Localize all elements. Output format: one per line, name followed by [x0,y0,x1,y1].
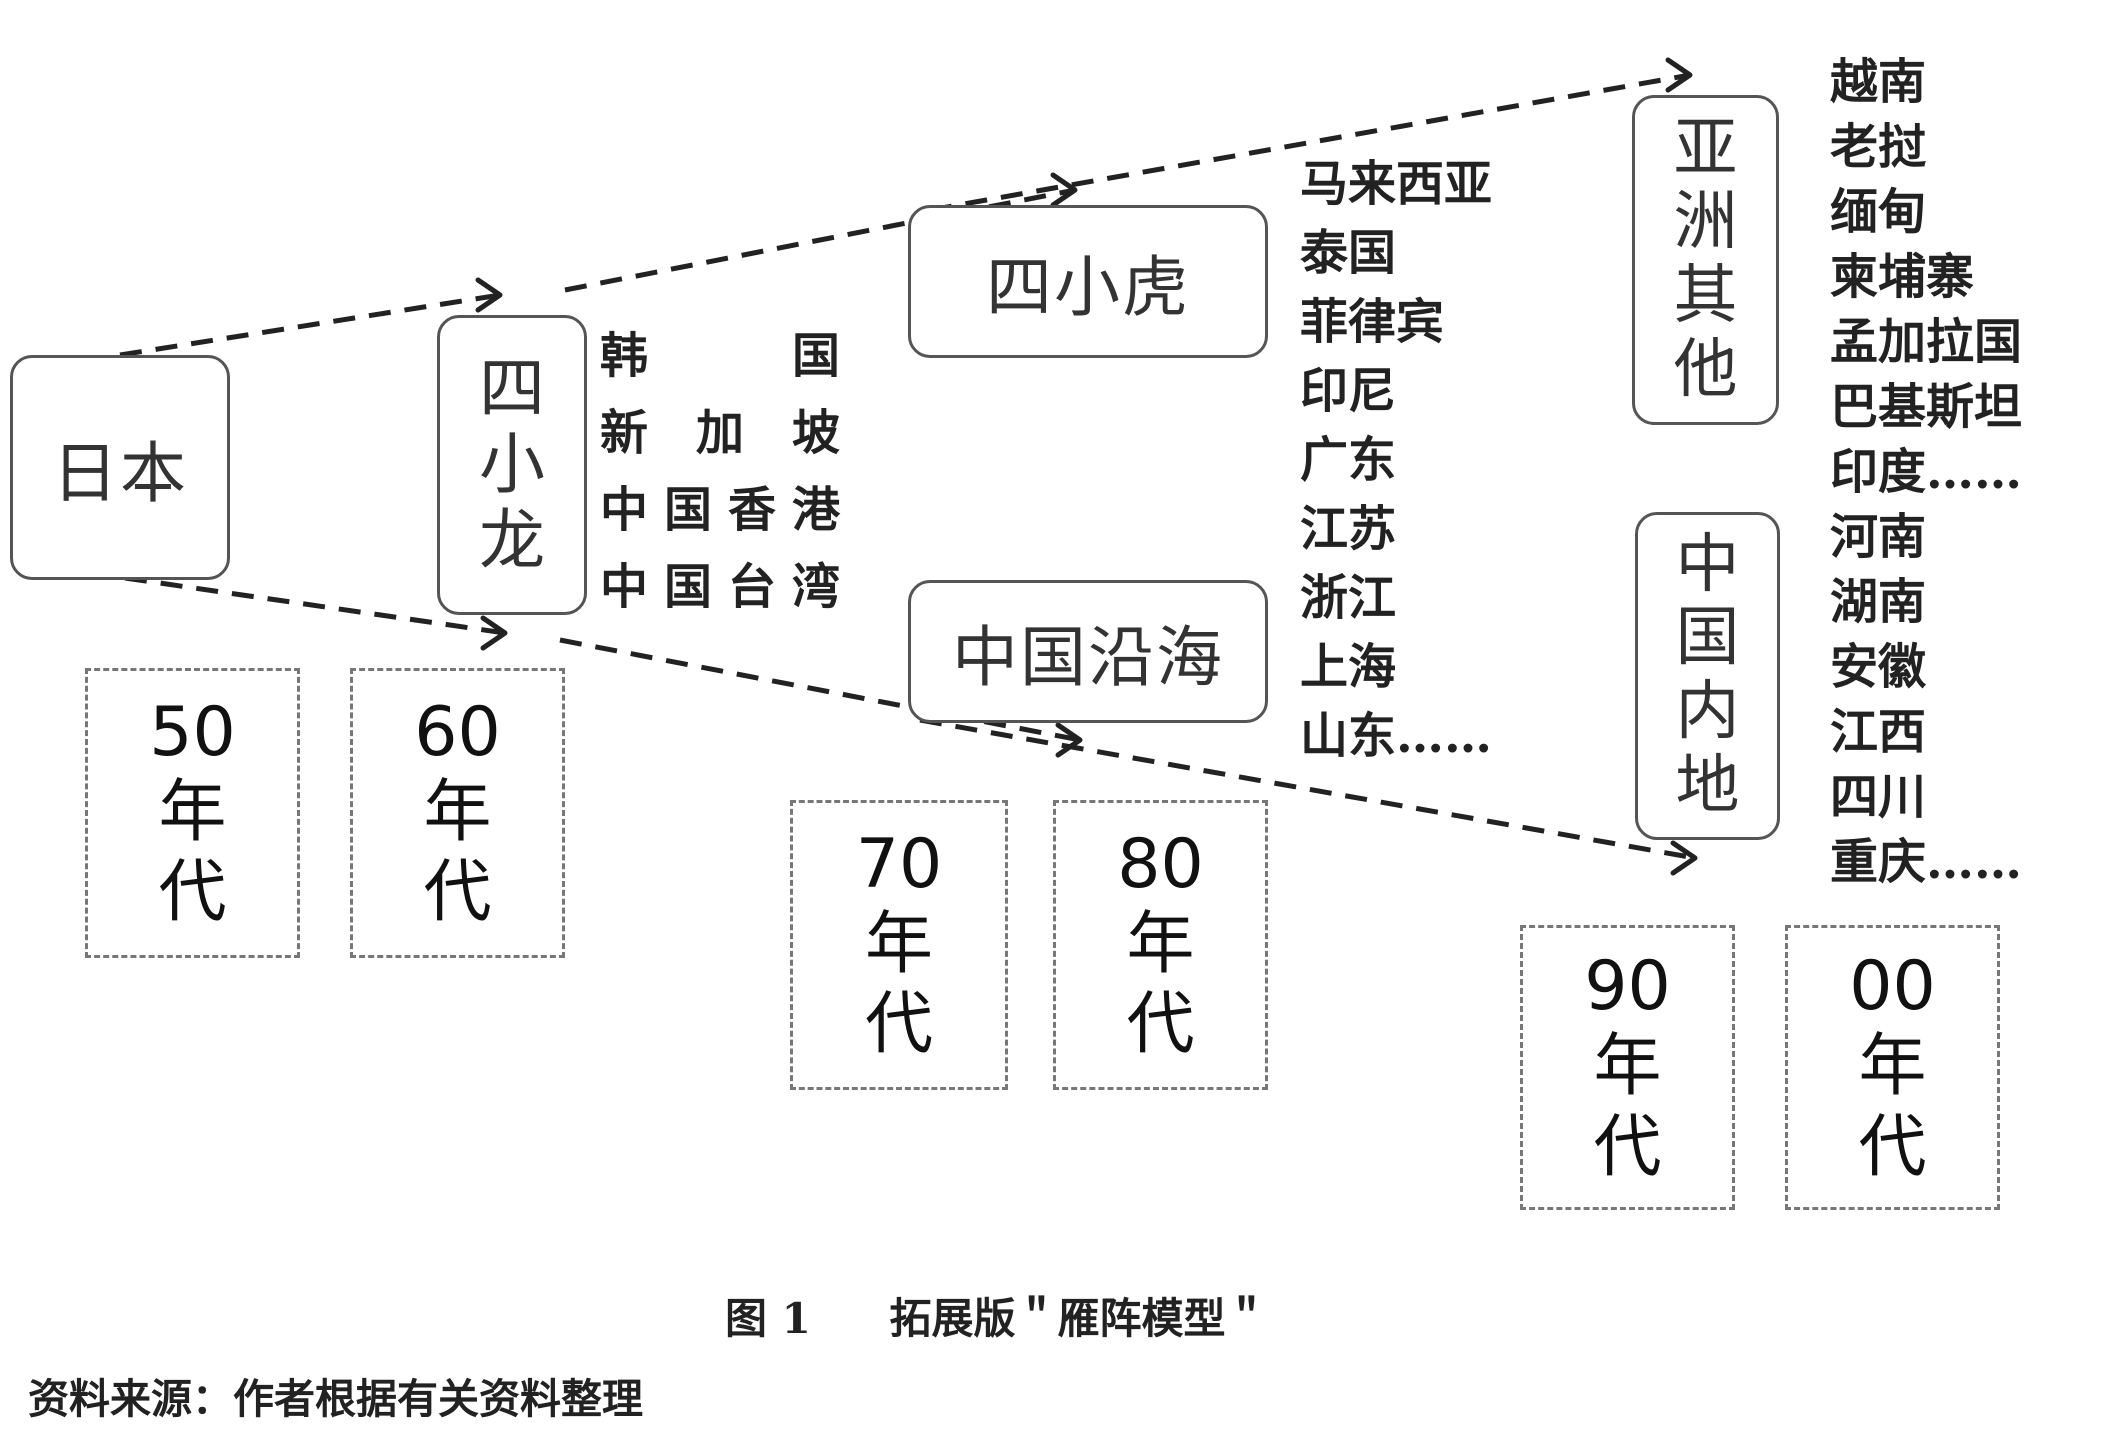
decade-dai: 代 [1126,985,1195,1065]
node-four-tigers-label: 四小虎 [986,248,1190,326]
decade-dai: 代 [1593,1107,1662,1187]
list-item: 泰国 [1300,225,1397,281]
arrow-coast-to-inland-bottom [919,717,1696,861]
list-item: 老挝 [1830,119,1927,175]
list-item: 越南 [1830,54,1927,110]
arrowhead-icon [1665,57,1693,93]
list-item: 山东…… [1300,708,1493,764]
list-item: 湖南 [1830,574,1927,630]
list-asia-and-inland-members: 越南 老挝 缅甸 柬埔寨 孟加拉国 巴基斯坦 印度…… 河南 湖南 安徽 江西 … [1830,50,2022,895]
decade-nian: 年 [423,772,492,852]
list-item: 巴基斯坦 [1830,379,2023,435]
list-item: 上海 [1300,639,1397,695]
node-other-asia-label: 亚洲其他 [1673,111,1738,407]
list-item: 广东 [1300,432,1397,488]
list-item: 江西 [1830,704,1927,760]
list-item: 韩国 [600,328,840,384]
decade-dai: 代 [423,853,492,933]
decade-box-90s: 90 年 代 [1520,925,1735,1210]
node-china-inland-label: 中国内地 [1675,527,1740,823]
arrow-japan-to-dragons-bottom [124,575,506,636]
node-china-coast: 中国沿海 [908,580,1268,723]
node-four-tigers: 四小虎 [908,205,1268,358]
arrowhead-icon [1050,172,1078,208]
list-item: 柬埔寨 [1830,249,1975,305]
list-item: 菲律宾 [1300,294,1445,350]
node-other-asia: 亚洲其他 [1632,95,1779,425]
decade-box-80s: 80 年 代 [1053,800,1268,1090]
node-four-dragons: 四小龙 [437,315,587,615]
decade-dai: 代 [864,985,933,1065]
list-item: 印度…… [1830,444,2023,500]
decade-dai: 代 [158,853,227,933]
decade-nian: 年 [1126,904,1195,984]
decade-nian: 年 [1858,1027,1927,1107]
list-item: 孟加拉国 [1830,314,2023,370]
decade-box-60s: 60 年 代 [350,668,565,958]
list-item: 缅甸 [1830,184,1927,240]
node-china-coast-label: 中国沿海 [952,618,1224,696]
list-tigers-and-coast-members: 马来西亚 泰国 菲律宾 印尼 广东 江苏 浙江 上海 山东…… [1300,150,1492,771]
node-japan-label: 日本 [52,434,188,512]
decade-number: 90 [1584,947,1671,1027]
list-item: 重庆…… [1830,834,2023,890]
arrowhead-icon [480,615,508,651]
decade-number: 60 [414,692,501,772]
decade-dai: 代 [1858,1107,1927,1187]
decade-number: 70 [855,824,943,904]
list-item: 安徽 [1830,639,1927,695]
decade-box-50s: 50 年 代 [85,668,300,958]
list-item: 中国香港 [600,482,840,538]
arrowhead-icon [1670,840,1698,876]
node-japan: 日本 [10,355,230,580]
arrow-tigers-to-asia-top [929,72,1691,213]
list-item: 新加坡 [600,405,840,461]
decade-box-00s: 00 年 代 [1785,925,2000,1210]
arrowhead-icon [475,277,503,313]
list-item: 浙江 [1300,570,1397,626]
figure-number: 图 1 [725,1294,811,1343]
arrow-dragons-to-coast-bottom [559,637,1081,743]
decade-nian: 年 [864,904,933,984]
arrowhead-icon [1055,722,1083,758]
list-item: 马来西亚 [1300,156,1493,212]
list-item: 四川 [1830,769,1927,825]
decade-number: 50 [149,692,236,772]
list-four-dragons-members: 韩国 新加坡 中国香港 中国台湾 [600,318,840,626]
node-china-inland: 中国内地 [1635,512,1780,840]
decade-box-70s: 70 年 代 [790,800,1008,1090]
list-item: 河南 [1830,509,1927,565]
figure-caption: 图 1 拓展版＂雁阵模型＂ [725,1285,1268,1346]
figure-source-text: 资料来源：作者根据有关资料整理 [28,1375,643,1423]
decade-nian: 年 [1593,1027,1662,1107]
node-four-dragons-label: 四小龙 [479,350,545,579]
list-item: 中国台湾 [600,559,840,615]
figure-source: 资料来源：作者根据有关资料整理 [28,1365,643,1425]
arrow-japan-to-dragons-top [119,292,501,358]
list-item: 印尼 [1300,363,1397,419]
decade-number: 80 [1117,824,1204,904]
list-item: 江苏 [1300,501,1397,557]
decade-number: 00 [1849,947,1936,1027]
figure-title: 拓展版＂雁阵模型＂ [889,1294,1268,1343]
decade-nian: 年 [158,772,227,852]
